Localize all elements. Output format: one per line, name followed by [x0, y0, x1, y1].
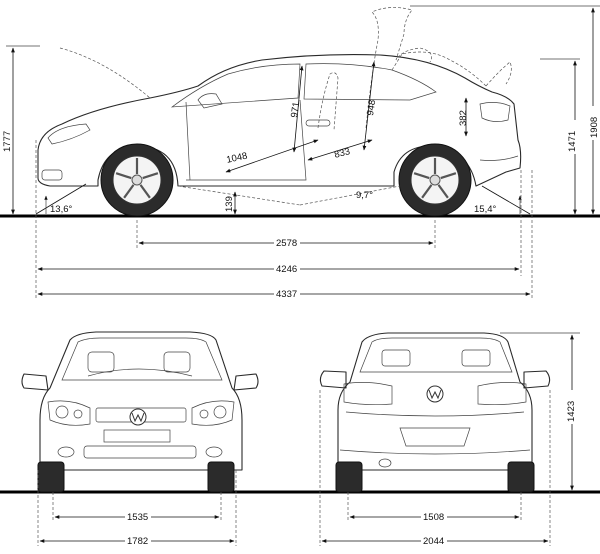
front-body-outline: [39, 331, 243, 471]
roof-fold-outline: [391, 51, 487, 87]
front-legroom-line: [225, 139, 319, 173]
seat-back-height-label: 948: [365, 99, 378, 116]
side-door-outline: [185, 99, 307, 181]
side-front-window: [170, 63, 301, 108]
front-seat-outline: [317, 72, 339, 131]
rear-right-tyre: [507, 461, 535, 493]
side-mirror: [197, 93, 223, 109]
rear-width-label: 2044: [423, 536, 444, 547]
length-label: 4246: [276, 264, 297, 275]
seat-back-height-line: [362, 61, 376, 151]
front-left-mirror: [21, 373, 49, 391]
open-hood-outline: [59, 47, 151, 99]
rear-left-headrest: [381, 349, 411, 367]
side-body-outline: [37, 54, 522, 187]
front-left-tyre: [37, 461, 65, 493]
door-height-label: 971: [289, 101, 302, 118]
front-right-headrest: [163, 351, 191, 373]
front-left-headlight: [47, 400, 91, 426]
front-right-headlight: [191, 400, 235, 426]
rear-track-label: 1508: [423, 512, 444, 523]
rear-height-label: 1423: [566, 401, 577, 422]
rear-license-plate: [399, 427, 471, 447]
rear-window: [359, 337, 513, 373]
rear-lid-open-outline: [485, 61, 512, 87]
front-license-plate: [103, 429, 171, 443]
front-view: 1535 1782: [0, 331, 600, 547]
departure-angle-line: [481, 185, 531, 215]
roof-height-label: 1471: [567, 131, 578, 152]
front-legroom-label: 1048: [225, 151, 248, 166]
rear-legroom-line: [307, 139, 373, 161]
rear-left-tyre: [335, 461, 363, 493]
ramp-angle-label: 9,7°: [356, 190, 373, 201]
front-logo-icon: [129, 408, 147, 426]
front-right-fog-light: [205, 446, 223, 458]
front-right-tyre: [207, 461, 235, 493]
front-track-label: 1535: [127, 512, 148, 523]
rear-bumper: [339, 449, 531, 455]
overall-height-label: 1777: [2, 131, 13, 152]
side-fog-light: [41, 169, 63, 181]
door-handle: [305, 119, 331, 127]
rear-legroom-label: 833: [333, 146, 351, 161]
front-angle-label: 13,6°: [50, 204, 72, 215]
side-rear-bumper: [479, 155, 519, 161]
front-left-fog-light: [57, 446, 75, 458]
length-total-label: 4337: [276, 289, 297, 300]
side-headlight: [47, 123, 91, 145]
door-height-line: [292, 65, 304, 153]
rear-left-tail-light: [343, 382, 393, 406]
rear-trunk-line: [345, 411, 525, 417]
ground-clearance-label: 139: [224, 196, 235, 212]
height-open-label: 1908: [589, 117, 600, 138]
open-roof-outline: [365, 7, 432, 129]
trunk-opening-label: 382: [458, 110, 469, 126]
ramp-line-rear: [299, 185, 401, 206]
exhaust-pipe: [378, 458, 392, 468]
side-rear-wheel: [398, 143, 472, 217]
ramp-line-front: [177, 185, 301, 206]
front-windshield: [61, 337, 223, 381]
rear-view: 1423 1508 2044: [319, 332, 580, 547]
wheelbase-label: 2578: [276, 238, 297, 249]
side-front-wheel: [100, 143, 174, 217]
rear-logo-icon: [426, 385, 444, 403]
side-view: 1777 1471 1908 971 948 382 1048 833 9,7°…: [0, 5, 600, 300]
front-dashboard: [87, 368, 193, 377]
front-width-label: 1782: [127, 536, 148, 547]
front-right-mirror: [233, 373, 259, 391]
side-tail-light: [479, 102, 511, 122]
rear-angle-label: 15,4°: [474, 204, 496, 215]
rear-left-mirror: [319, 370, 347, 389]
rear-right-tail-light: [477, 382, 527, 406]
rear-right-mirror: [523, 370, 551, 389]
front-left-headrest: [87, 351, 115, 373]
front-lower-grille: [83, 445, 197, 459]
approach-angle-line: [35, 183, 87, 215]
rear-right-headrest: [461, 349, 491, 367]
